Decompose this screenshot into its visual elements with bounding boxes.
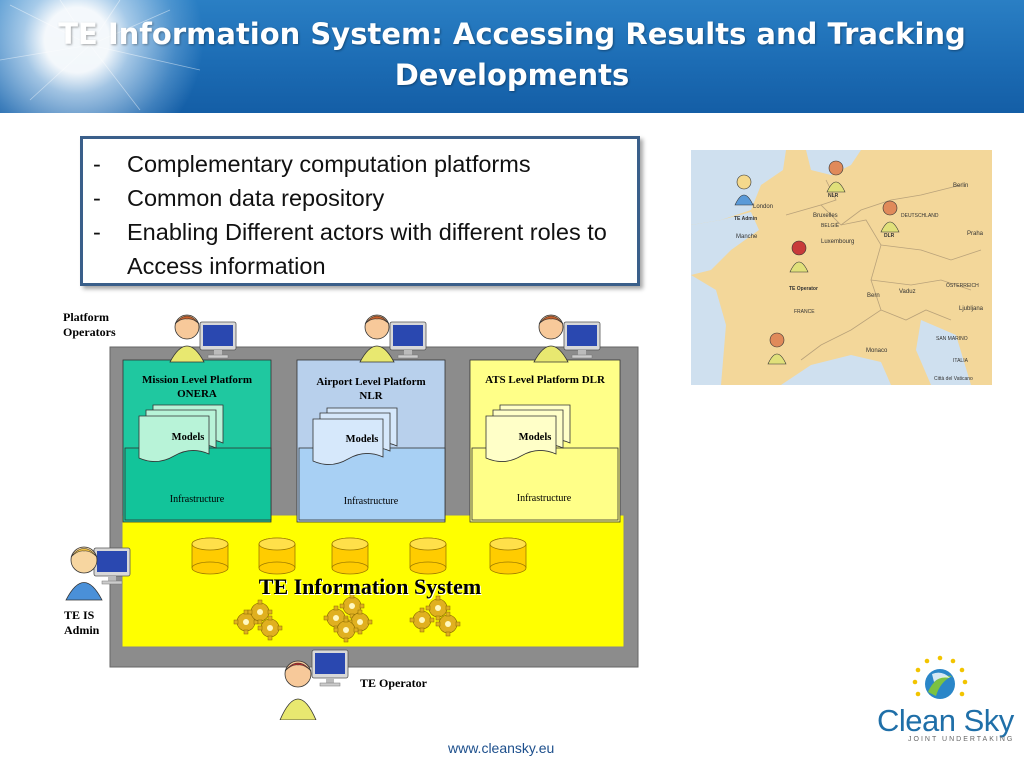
bullet-item: -Enabling Different actors with differen… (91, 215, 623, 283)
map-actor-te-admin (734, 174, 754, 206)
map-label: Vaduz (899, 289, 916, 295)
map-label: Luxembourg (821, 239, 854, 245)
map-label: BELGIË (821, 222, 840, 229)
map-label: Città del Vaticano (934, 376, 973, 382)
map-label: Praha (967, 231, 984, 237)
database-icon (489, 537, 527, 575)
te-is-admin-label: TE IS Admin (64, 608, 100, 637)
database-icon (331, 537, 369, 575)
bullet-dash: - (93, 151, 101, 177)
dandelion-image (0, 0, 220, 113)
map-actor-onera (767, 332, 787, 365)
map-actor-te-operator (789, 240, 809, 273)
map-label: Berlin (953, 183, 968, 189)
models-label: Models (518, 432, 552, 443)
operator-person-icon (169, 314, 237, 363)
map-label: ITALIA (953, 358, 969, 364)
te-operator-person-icon (279, 649, 349, 720)
bullet-item: -Complementary computation platforms (91, 147, 623, 181)
models-label: Models (345, 434, 379, 445)
platform-onera-title: Mission Level Platform ONERA (142, 374, 252, 400)
operator-person-icon (359, 314, 427, 363)
title-line-1: TE Information System: Accessing Results… (58, 17, 966, 51)
infrastructure-label: Infrastructure (169, 494, 225, 505)
map-label: NLR (828, 193, 839, 199)
operator-person-icon (533, 314, 601, 363)
map-label: Manche (736, 234, 758, 240)
map-actor-dlr (880, 200, 900, 233)
platform-operators-label: Platform Operators (63, 310, 116, 339)
map-label: TE Admin (734, 216, 757, 222)
architecture-diagram: Platform Operators Mission Level Platfor… (60, 300, 660, 720)
map-label: FRANCE (794, 309, 815, 315)
title-line-2: Developments (394, 58, 630, 92)
website-link[interactable]: www.cleansky.eu (448, 740, 555, 756)
europe-map: London NLR Bruxelles BELGIË Luxembourg D… (691, 150, 992, 385)
page-title: TE Information System: Accessing Results… (0, 14, 1024, 96)
map-label: DEUTSCHLAND (901, 213, 939, 219)
map-label: Bern (867, 293, 880, 299)
map-label: SAN MARINO (936, 336, 968, 342)
database-icon (191, 537, 229, 575)
title-banner: TE Information System: Accessing Results… (0, 0, 1024, 113)
admin-person-icon (65, 546, 131, 601)
infrastructure-label: Infrastructure (343, 496, 399, 507)
dandelion-seeds (0, 0, 201, 111)
te-information-system-label: TE Information System (258, 574, 482, 599)
infrastructure-label: Infrastructure (516, 493, 572, 504)
logo-wordmark: Clean Sky (877, 703, 1014, 738)
models-label: Models (171, 432, 205, 443)
database-icon (409, 537, 447, 575)
te-operator-label: TE Operator (360, 676, 427, 690)
map-label: Ljubljana (959, 306, 984, 312)
bullet-text: Complementary computation platforms (127, 151, 531, 177)
bullet-text: Enabling Different actors with different… (127, 219, 607, 279)
map-label: Bruxelles (813, 213, 838, 219)
bullet-text: Common data repository (127, 185, 385, 211)
platform-nlr-title: Airport Level Platform NLR (316, 376, 426, 402)
map-label: Monaco (866, 348, 888, 354)
map-label: DLR (884, 233, 895, 239)
clean-sky-logo (912, 655, 968, 699)
bullet-item: -Common data repository (91, 181, 623, 215)
bullet-list: -Complementary computation platforms -Co… (80, 136, 640, 286)
diagram-graphics (65, 314, 639, 720)
map-label: London (753, 204, 773, 210)
logo-subtitle: JOINT UNDERTAKING (908, 736, 1015, 743)
platform-dlr-title: ATS Level Platform DLR (485, 374, 605, 386)
database-icon (258, 537, 296, 575)
map-actor-nlr (826, 160, 846, 193)
bullet-dash: - (93, 219, 101, 245)
bullet-dash: - (93, 185, 101, 211)
map-label: TE Operator (789, 286, 818, 292)
map-label: ÖSTERREICH (946, 282, 979, 289)
